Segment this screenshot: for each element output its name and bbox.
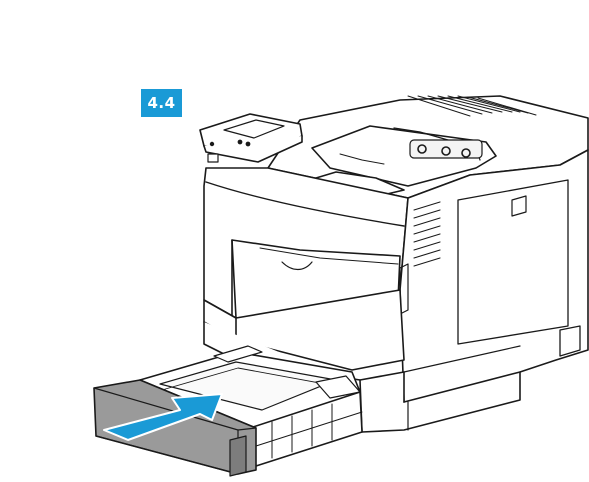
insert-arrow-icon — [103, 393, 223, 441]
step-number-badge: 4.4 — [141, 89, 182, 117]
printer-front — [203, 153, 409, 319]
control-panel-illustration — [199, 113, 303, 163]
paper-tray-illustration — [93, 345, 363, 477]
printer-side — [399, 149, 589, 403]
